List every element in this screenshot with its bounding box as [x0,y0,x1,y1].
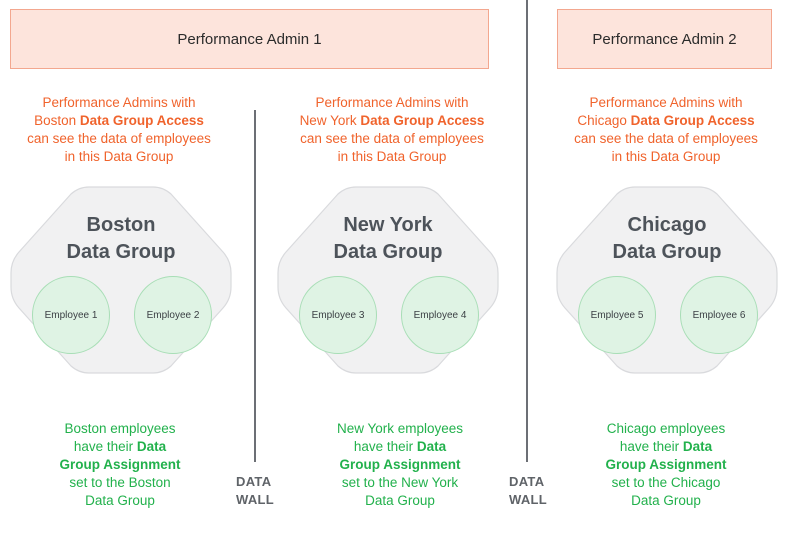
employee-label: Employee 6 [692,309,746,321]
assignment-line: have their Data [566,438,766,456]
group-title-line: Chicago [627,214,707,236]
access-line: in this Data Group [64,149,174,164]
assignment-line: set to the New York [341,475,459,490]
access-line: can see the data of employees [300,131,484,146]
employee-1-node: Employee 1 [32,276,110,354]
access-line: New York Data Group Access [267,112,517,130]
access-line: Boston Data Group Access [0,112,244,130]
assignment-prefix: have their [73,439,134,454]
data-wall-1-line2: WALL [236,492,275,507]
assignment-emphasis: Group Assignment [605,457,727,472]
access-line: can see the data of employees [27,131,211,146]
employee-3-node: Employee 3 [299,276,377,354]
access-city: Boston [34,113,77,128]
assignment-line: Group Assignment [566,456,766,474]
boston-access-description: Performance Admins with Boston Data Grou… [0,94,244,166]
access-line: in this Data Group [337,149,447,164]
access-city: Chicago [577,113,627,128]
new-york-group-title: New York Data Group [276,212,500,266]
data-wall-1-line1: DATA [236,474,272,489]
employee-2-node: Employee 2 [134,276,212,354]
employee-label: Employee 1 [44,309,98,321]
group-title-line: Data Group [66,241,176,263]
assignment-line: have their Data [20,438,220,456]
access-line: can see the data of employees [574,131,758,146]
employee-5-node: Employee 5 [578,276,656,354]
access-city: New York [299,113,357,128]
assignment-emphasis: Data [136,439,167,454]
assignment-prefix: have their [353,439,414,454]
employee-label: Employee 2 [146,309,200,321]
assignment-line: Boston employees [64,421,176,436]
assignment-emphasis: Data [416,439,447,454]
access-line: Performance Admins with [589,95,743,110]
chicago-group-title: Chicago Data Group [555,212,779,266]
performance-admin-2-box: Performance Admin 2 [557,9,772,69]
employee-4-node: Employee 4 [401,276,479,354]
employee-label: Employee 5 [590,309,644,321]
employee-label: Employee 4 [413,309,467,321]
assignment-prefix: have their [619,439,680,454]
access-emphasis: Data Group Access [360,113,485,128]
assignment-line: Data Group [631,493,701,508]
chicago-access-description: Performance Admins with Chicago Data Gro… [541,94,788,166]
assignment-line: Data Group [365,493,435,508]
data-wall-2-label: DATA WALL [509,473,547,509]
performance-admin-2-label: Performance Admin 2 [592,30,737,48]
data-wall-1-label: DATA WALL [236,473,274,509]
assignment-line: New York employees [336,421,464,436]
data-wall-2-line2: WALL [509,492,548,507]
assignment-line: set to the Chicago [611,475,721,490]
assignment-line: Chicago employees [606,421,726,436]
group-title-line: Data Group [612,241,722,263]
access-line: Performance Admins with [42,95,196,110]
performance-admin-1-label: Performance Admin 1 [177,30,322,48]
group-title-line: New York [343,214,433,236]
group-title-line: Data Group [333,241,443,263]
data-wall-2-line1: DATA [509,474,545,489]
new-york-assignment-description: New York employees have their Data Group… [300,420,500,510]
access-line: in this Data Group [611,149,721,164]
assignment-emphasis: Data [682,439,713,454]
assignment-emphasis: Group Assignment [59,457,181,472]
group-title-line: Boston [86,214,156,236]
assignment-emphasis: Group Assignment [339,457,461,472]
data-wall-1-line [254,110,256,462]
access-emphasis: Data Group Access [630,113,755,128]
chicago-assignment-description: Chicago employees have their Data Group … [566,420,766,510]
access-line: Performance Admins with [315,95,469,110]
assignment-line: Group Assignment [20,456,220,474]
performance-admin-1-box: Performance Admin 1 [10,9,489,69]
access-emphasis: Data Group Access [79,113,204,128]
boston-group-title: Boston Data Group [9,212,233,266]
employee-label: Employee 3 [311,309,365,321]
new-york-access-description: Performance Admins with New York Data Gr… [267,94,517,166]
assignment-line: have their Data [300,438,500,456]
access-line: Chicago Data Group Access [541,112,788,130]
data-wall-2-line [526,0,528,462]
employee-6-node: Employee 6 [680,276,758,354]
assignment-line: Group Assignment [300,456,500,474]
boston-assignment-description: Boston employees have their Data Group A… [20,420,220,510]
assignment-line: Data Group [85,493,155,508]
assignment-line: set to the Boston [69,475,171,490]
